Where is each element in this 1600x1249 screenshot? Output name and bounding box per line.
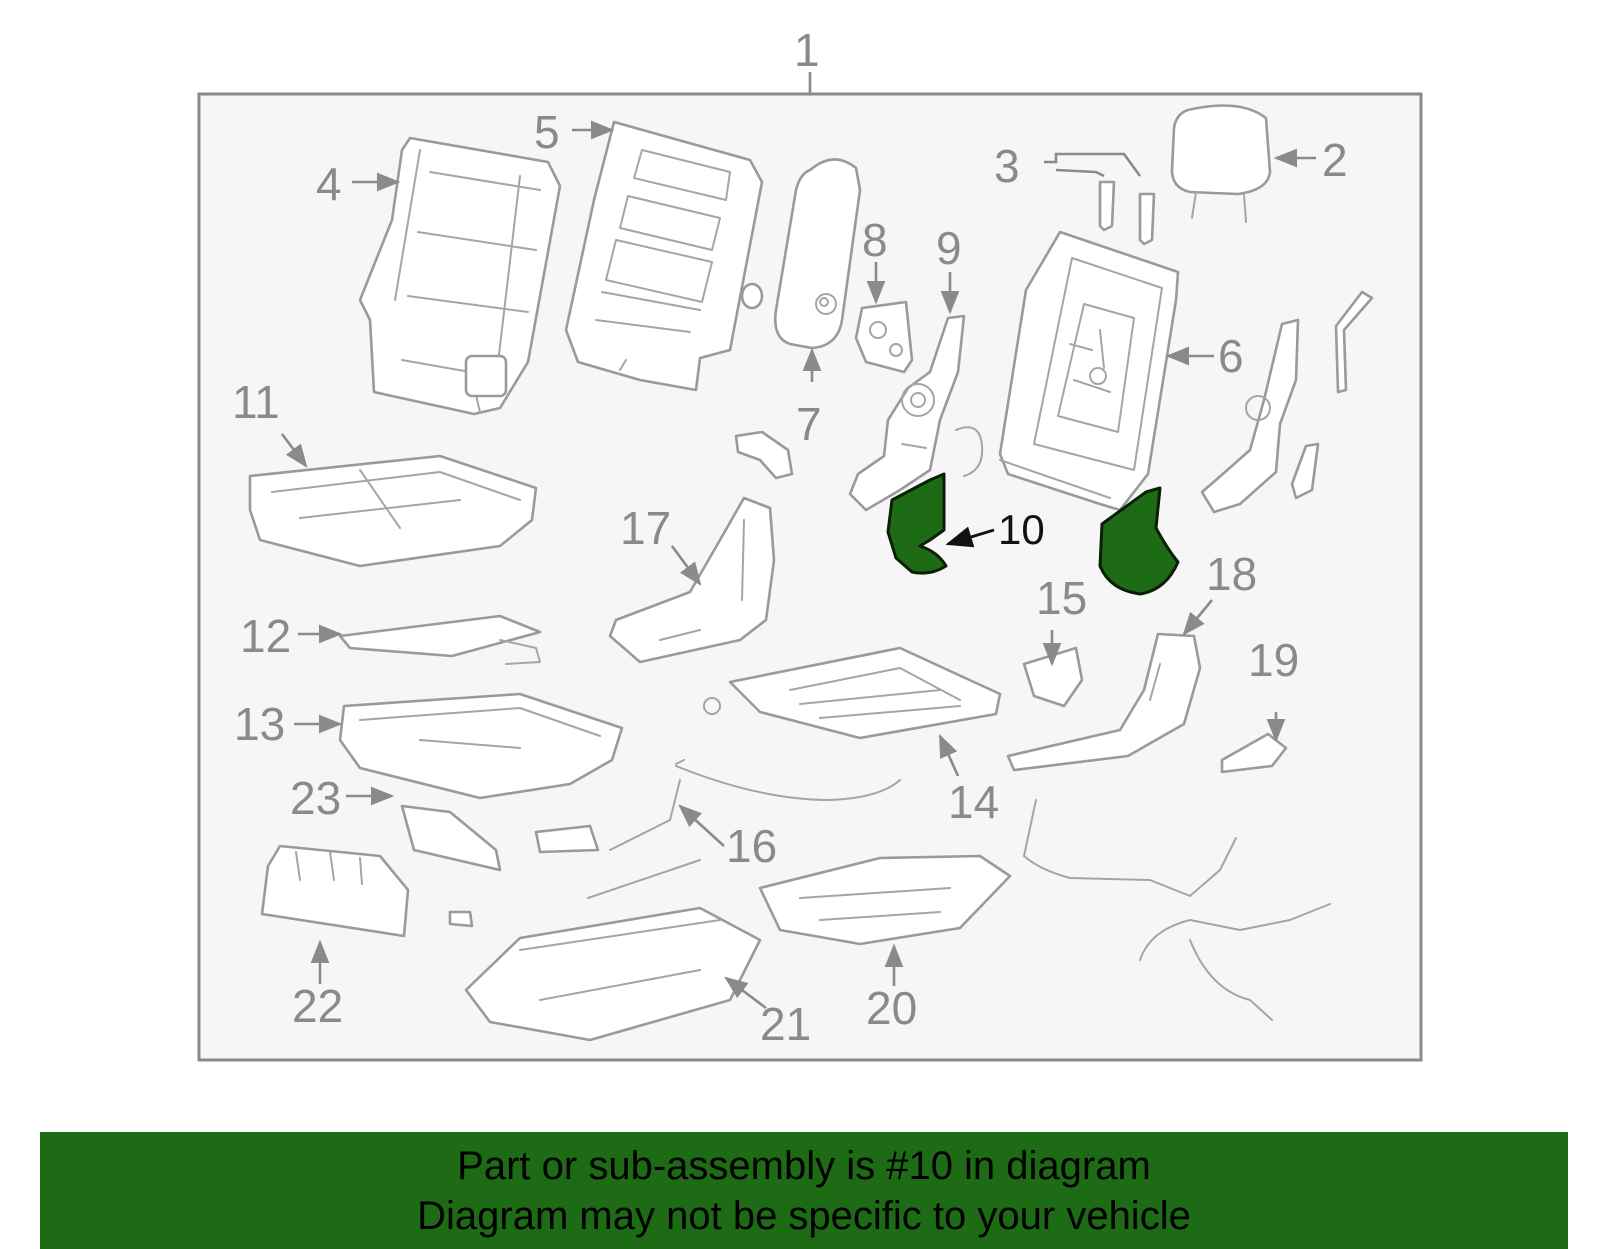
callout-8: 8 xyxy=(862,214,888,266)
banner-line-disclaimer: Diagram may not be specific to your vehi… xyxy=(417,1193,1191,1238)
callout-16: 16 xyxy=(726,820,777,872)
info-banner: Part or sub-assembly is #10 in diagram D… xyxy=(40,1132,1568,1249)
callout-10: 10 xyxy=(998,506,1045,553)
callout-13: 13 xyxy=(234,698,285,750)
part-12-heater-pad xyxy=(338,614,542,665)
callout-7: 7 xyxy=(796,398,822,450)
callout-1: 1 xyxy=(794,24,820,76)
callout-23: 23 xyxy=(290,772,341,824)
part-14-cushion-frame xyxy=(703,646,1002,740)
callout-15: 15 xyxy=(1036,572,1087,624)
part-18-side-trim xyxy=(1006,632,1202,772)
part-20-seat-pan xyxy=(758,854,1012,946)
callout-22: 22 xyxy=(292,980,343,1032)
part-16-cables xyxy=(534,759,901,899)
part-11-cushion-cover xyxy=(248,454,538,568)
callout-14: 14 xyxy=(948,776,999,828)
part-wiring-harness xyxy=(1023,799,1331,1021)
callout-17: 17 xyxy=(620,502,671,554)
callout-4: 4 xyxy=(316,158,342,210)
part-5-seat-back-pad xyxy=(564,120,764,392)
callout-3: 3 xyxy=(994,140,1020,192)
callout-19: 19 xyxy=(1248,634,1299,686)
part-13-cushion-pad xyxy=(338,692,624,800)
callout-6: 6 xyxy=(1218,330,1244,382)
part-15-bracket xyxy=(1022,646,1084,708)
part-22-trim-cover xyxy=(260,844,410,938)
part-3-headrest-guides xyxy=(1044,152,1156,246)
part-10-hinge-cover-left xyxy=(886,472,948,575)
part-21-seat-base xyxy=(448,906,762,1042)
callout-2: 2 xyxy=(1322,134,1348,186)
callout-20: 20 xyxy=(866,982,917,1034)
part-23-panel xyxy=(400,804,502,872)
part-right-hinge xyxy=(1200,290,1374,514)
callout-21: 21 xyxy=(760,998,811,1050)
part-10-hinge-cover-right xyxy=(1098,486,1180,596)
callout-9: 9 xyxy=(936,222,962,274)
part-7-clip xyxy=(734,430,794,480)
part-6-seat-back-frame xyxy=(998,230,1180,512)
part-19-handle xyxy=(1220,732,1288,774)
callout-5: 5 xyxy=(534,106,560,158)
part-4-seat-back-cover xyxy=(358,136,562,416)
callout-18: 18 xyxy=(1206,548,1257,600)
part-2-headrest xyxy=(1170,104,1272,223)
banner-line-part-number: Part or sub-assembly is #10 in diagram xyxy=(457,1143,1151,1188)
callout-11: 11 xyxy=(232,376,280,428)
part-8-bracket xyxy=(854,300,914,374)
callout-12: 12 xyxy=(240,610,291,662)
part-9-recliner-hinge xyxy=(848,314,984,512)
